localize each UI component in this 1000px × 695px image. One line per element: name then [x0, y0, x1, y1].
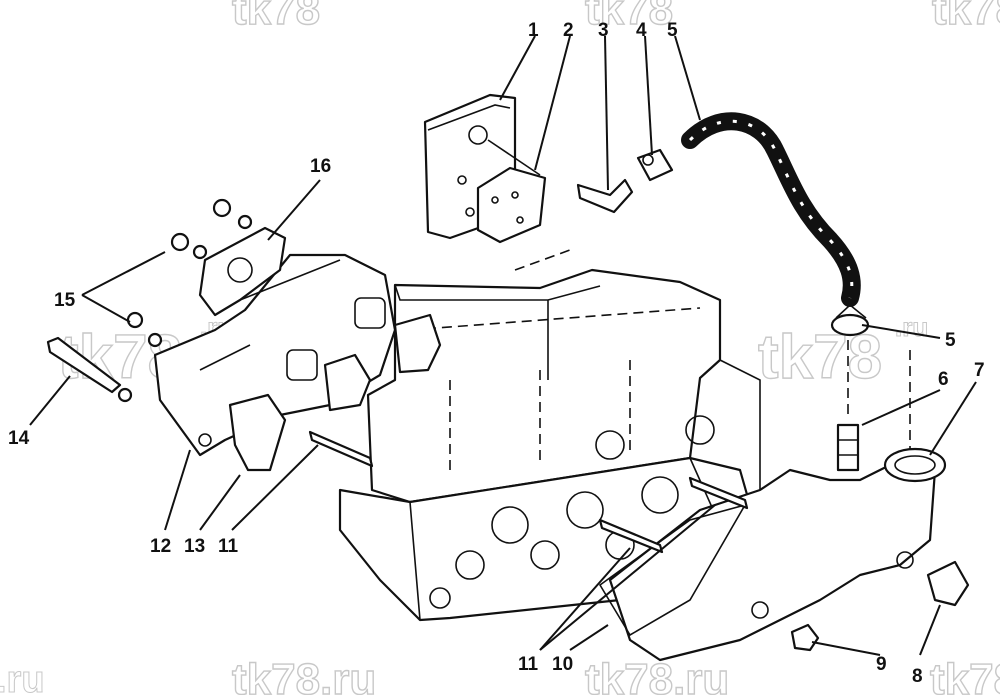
- watermark-bottom-4: tk78: [930, 655, 1000, 695]
- callout-14: 14: [8, 428, 30, 449]
- callout-8: 8: [912, 666, 923, 687]
- watermark-top-3: tk78: [932, 0, 1000, 34]
- callout-10: 10: [552, 654, 573, 675]
- studs: [308, 430, 749, 554]
- callout-16: 16: [310, 156, 331, 177]
- callout-3: 3: [598, 20, 609, 41]
- callout-labels: 1 2 3 4 5 5 6 7 8 9 10 11 11 12 13 14 15…: [8, 20, 985, 687]
- callout-11-bottom: 11: [518, 654, 539, 675]
- water-manifold: [598, 447, 970, 662]
- callout-5-right: 5: [945, 330, 956, 351]
- callout-13: 13: [184, 536, 205, 557]
- gaskets: [198, 226, 442, 472]
- callout-1: 1: [528, 20, 539, 41]
- watermark-mid-3-ru: .ru: [895, 312, 928, 342]
- callout-4: 4: [636, 20, 647, 41]
- watermark-mid-3: tk78: [758, 323, 882, 392]
- exhaust-manifold: [153, 253, 397, 457]
- callout-7: 7: [974, 360, 985, 381]
- callout-2: 2: [563, 20, 574, 41]
- watermark-bottom-2: tk78.ru: [232, 655, 376, 695]
- callout-5-top: 5: [667, 20, 678, 41]
- watermark-bottom-3: tk78.ru: [585, 655, 729, 695]
- callout-11-left: 11: [218, 536, 239, 557]
- fasteners: [46, 198, 253, 403]
- callout-6: 6: [938, 369, 949, 390]
- leader-lines: [29, 35, 977, 656]
- watermark-top-2: tk78: [585, 0, 673, 34]
- oil-cooler-assembly: [423, 93, 547, 244]
- watermark-top-1: tk78: [232, 0, 320, 34]
- callout-12: 12: [150, 536, 171, 557]
- watermark-bottom-1: .ru: [0, 659, 45, 695]
- hose-assembly: [514, 112, 911, 472]
- callout-15: 15: [54, 290, 76, 311]
- callout-9: 9: [876, 654, 887, 675]
